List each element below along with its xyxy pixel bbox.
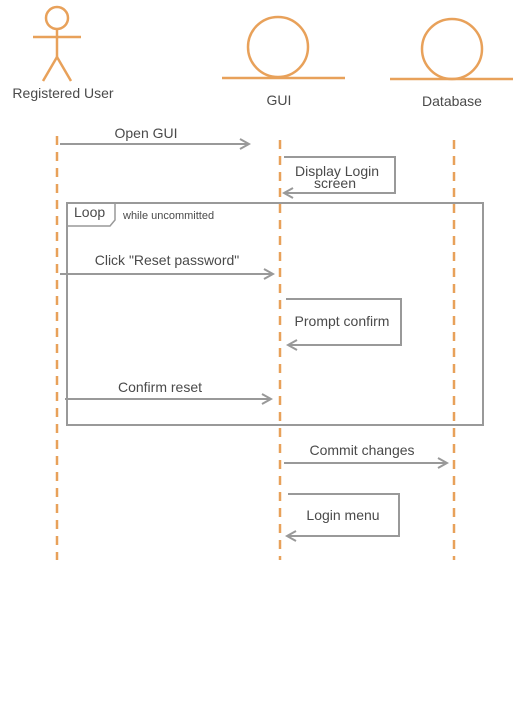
message-prompt-confirm: Prompt confirm [286, 298, 402, 345]
message-label: Login menu [306, 507, 379, 523]
actor-gui: GUI [222, 15, 345, 108]
fragment-operator-tab [67, 202, 116, 227]
actor-label-user: Registered User [12, 85, 113, 101]
fragment-frame [66, 202, 484, 426]
message-label-line2: screen [314, 175, 356, 191]
message-display-login: Display Login screen [284, 156, 396, 193]
entity-icon [390, 17, 513, 81]
self-arrow [286, 298, 402, 345]
message-label: Click "Reset password" [95, 252, 240, 268]
message-login-menu: Login menu [287, 493, 400, 536]
actor-label-gui: GUI [267, 92, 292, 108]
message-label: Confirm reset [118, 379, 202, 395]
loop-fragment: Loop while uncommitted [66, 202, 484, 426]
actor-label-database: Database [422, 93, 482, 109]
message-label-line1: Display Login [295, 163, 379, 179]
self-arrow [284, 156, 396, 193]
entity-icon [222, 15, 345, 80]
actor-database: Database [390, 17, 513, 109]
self-arrow [287, 493, 400, 536]
message-label: Commit changes [309, 442, 414, 458]
message-click-reset: Click "Reset password" [60, 252, 273, 274]
fragment-guard: while uncommitted [122, 210, 214, 222]
stick-figure-icon [33, 5, 81, 82]
message-label: Open GUI [114, 125, 177, 141]
message-label: Prompt confirm [295, 313, 390, 329]
message-open-gui: Open GUI [60, 125, 249, 144]
message-commit-changes: Commit changes [284, 442, 447, 463]
message-confirm-reset: Confirm reset [65, 379, 271, 399]
fragment-operator: Loop [74, 204, 105, 220]
actor-registered-user: Registered User [12, 5, 114, 101]
